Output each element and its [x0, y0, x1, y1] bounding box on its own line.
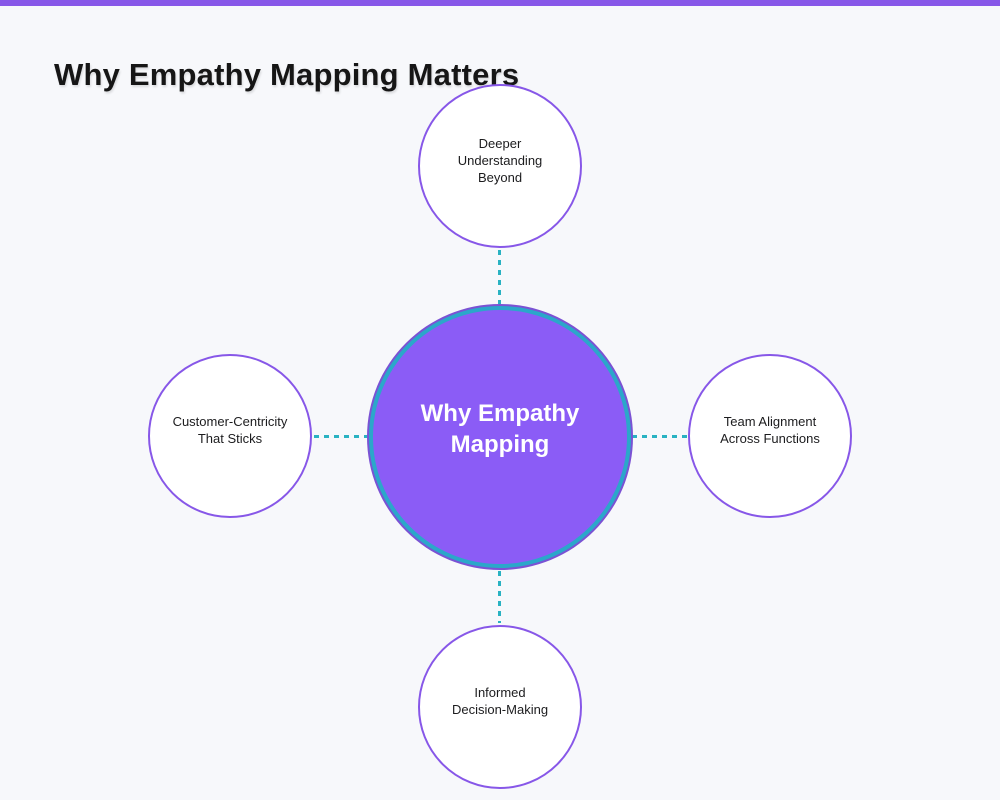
- connector-left: [314, 435, 368, 438]
- node-customer-centricity-label: Customer-Centricity That Sticks: [172, 414, 288, 446]
- node-deeper-understanding-label: Deeper Understanding Beyond: [457, 135, 543, 185]
- node-deeper-understanding: Deeper Understanding Beyond: [418, 84, 582, 248]
- node-informed-decision-making: Informed Decision-Making: [418, 625, 582, 789]
- node-informed-decision-making-label: Informed Decision-Making: [451, 685, 549, 717]
- node-customer-centricity: Customer-Centricity That Sticks: [148, 354, 312, 518]
- page-title: Why Empathy Mapping Matters: [54, 56, 520, 92]
- node-team-alignment-label: Team Alignment Across Functions: [720, 414, 820, 446]
- center-node: Why Empathy Mapping: [369, 306, 631, 568]
- connector-right: [632, 435, 688, 438]
- connector-bottom: [498, 571, 501, 623]
- connector-top: [498, 250, 501, 304]
- node-team-alignment: Team Alignment Across Functions: [688, 354, 852, 518]
- center-node-label: Why Empathy Mapping: [420, 400, 580, 458]
- top-accent-bar: [0, 0, 1000, 6]
